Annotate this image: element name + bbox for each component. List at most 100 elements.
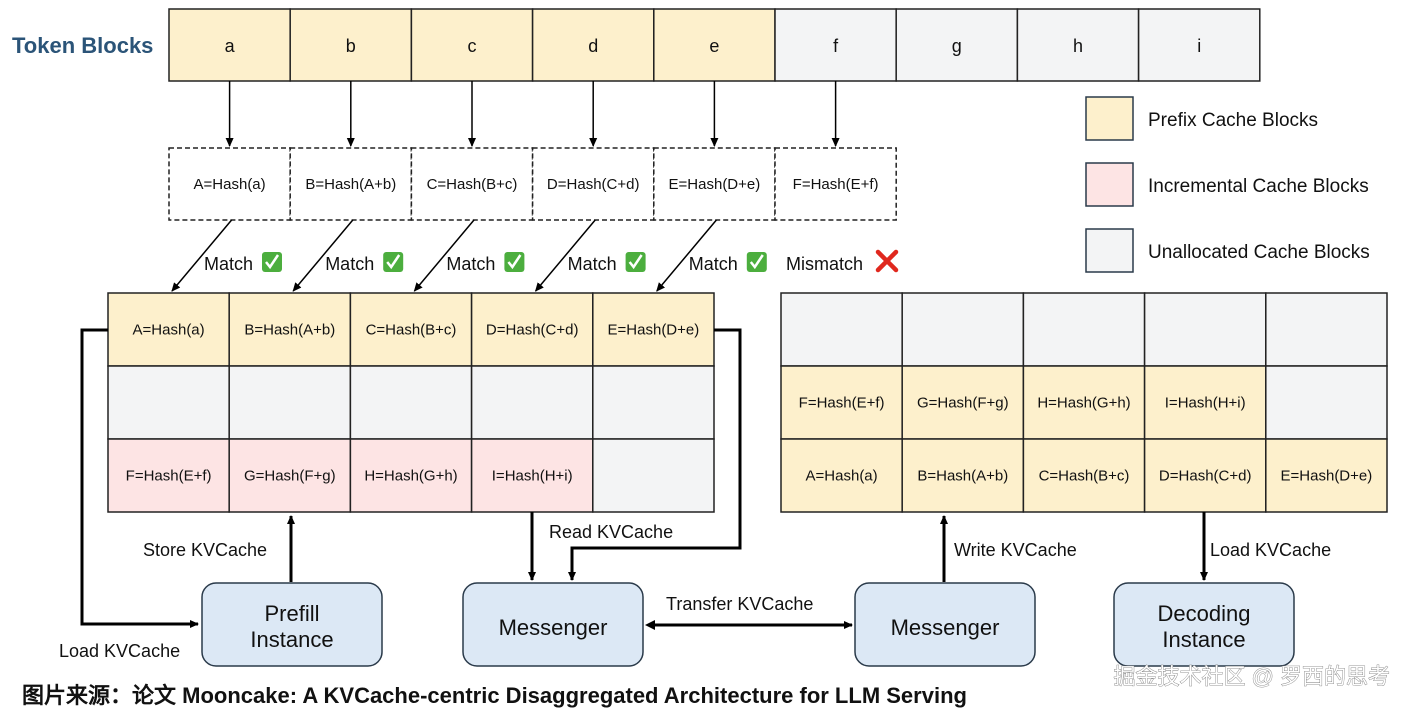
token-block-e: e — [653, 8, 776, 82]
decode-cache-cell-label: H=Hash(G+h) — [1037, 395, 1130, 412]
decode-cache-cell-rect — [780, 365, 903, 440]
store-kvcache-label: Store KVCache — [143, 540, 267, 560]
hash-block-rect — [653, 147, 776, 221]
decode-cache-cell-label: I=Hash(H+i) — [1165, 395, 1246, 412]
decode-cache-cell — [780, 292, 903, 367]
hash-block-rect — [774, 147, 897, 221]
decode-cache-cell-rect — [780, 292, 903, 367]
decode-cache-cell-rect — [901, 438, 1025, 513]
decode-cache-cell-rect — [1265, 292, 1388, 367]
decode-cache-cell: C=Hash(B+c) — [1022, 438, 1146, 513]
token-block-b: b — [289, 8, 413, 82]
token-block-label: g — [952, 36, 962, 56]
token-block-label: d — [588, 36, 598, 56]
prefill-cache-cell: C=Hash(B+c) — [349, 292, 473, 367]
prefill-cache-cell-rect — [228, 438, 352, 513]
decode-cache-cell — [1265, 292, 1388, 367]
decoding-node-line2: Instance — [1162, 627, 1245, 652]
prefill-cache-cell-label: B=Hash(A+b) — [244, 322, 335, 339]
prefill-cache-cell: E=Hash(D+e) — [592, 292, 715, 367]
load-kvcache-decode-label: Load KVCache — [1210, 540, 1331, 560]
read-kvcache-loop-edge — [568, 328, 742, 581]
hash-block-label: D=Hash(C+d) — [547, 176, 640, 193]
prefill-cache-cell-rect — [349, 438, 473, 513]
prefill-cache-cell — [349, 365, 473, 440]
write-kvcache-label: Write KVCache — [954, 540, 1077, 560]
token-block-g: g — [895, 8, 1019, 82]
token-block-rect — [1016, 8, 1140, 82]
token-block-rect — [895, 8, 1019, 82]
hash-block: A=Hash(a) — [168, 147, 291, 221]
prefill-cache-cell: G=Hash(F+g) — [228, 438, 352, 513]
load-kvcache-prefill-label: Load KVCache — [59, 641, 180, 661]
decode-cache-cell: H=Hash(G+h) — [1022, 365, 1146, 440]
match-arrow — [534, 219, 596, 292]
token-block-c: c — [410, 8, 534, 82]
token-block-label: a — [225, 36, 236, 56]
match-label: Match — [325, 252, 404, 274]
decode-cache-cell-rect — [1022, 365, 1146, 440]
decode-cache-cell: A=Hash(a) — [780, 438, 903, 513]
prefill-cache-cell — [107, 365, 230, 440]
hash-block-label: C=Hash(B+c) — [427, 176, 518, 193]
prefill-cache-cell-rect — [592, 365, 715, 440]
prefill-cache-cell-rect — [349, 365, 473, 440]
decode-cache-cell-rect — [1143, 438, 1267, 513]
cross-mark-icon — [875, 249, 899, 273]
mismatch-text: Mismatch — [786, 254, 863, 274]
decoding-instance-node: Decoding Instance — [1113, 582, 1295, 667]
legend-label: Incremental Cache Blocks — [1148, 176, 1369, 197]
messenger-left-label: Messenger — [499, 615, 608, 640]
prefill-node-line2: Instance — [250, 627, 333, 652]
decode-cache-cell-rect — [1265, 438, 1388, 513]
prefill-cache-cell-label: F=Hash(E+f) — [126, 468, 212, 485]
decode-cache-cell: B=Hash(A+b) — [901, 438, 1025, 513]
token-block-i: i — [1137, 8, 1261, 82]
prefill-instance-node: Prefill Instance — [201, 582, 383, 667]
decode-cache-cell — [1022, 292, 1146, 367]
match-label: Match — [446, 252, 525, 274]
match-arrow — [656, 219, 717, 292]
read-kvcache-label: Read KVCache — [549, 522, 673, 542]
hash-block: E=Hash(D+e) — [653, 147, 776, 221]
match-arrow — [413, 219, 475, 292]
token-to-hash-arrows — [225, 81, 840, 147]
prefill-cache-cell-label: A=Hash(a) — [133, 322, 205, 339]
decode-cache-cell-label: A=Hash(a) — [806, 468, 878, 485]
legend-item-prefix: Prefix Cache Blocks — [1085, 96, 1318, 141]
match-arrows — [171, 219, 717, 292]
check-mark-icon — [383, 252, 404, 272]
match-text: Match — [204, 254, 253, 274]
hash-block: B=Hash(A+b) — [289, 147, 413, 221]
token-blocks-label: Token Blocks — [12, 33, 153, 58]
prefill-cache-cell-rect — [349, 292, 473, 367]
decode-cache-cell — [901, 292, 1025, 367]
prefill-cache-cell-rect — [228, 365, 352, 440]
decode-cache-cell: F=Hash(E+f) — [780, 365, 903, 440]
prefill-cache-cell-rect — [228, 292, 352, 367]
decode-cache-cell-label: G=Hash(F+g) — [917, 395, 1009, 412]
decode-cache-cell-rect — [1265, 365, 1388, 440]
prefill-cache-cell-rect — [107, 438, 230, 513]
legend-swatch — [1085, 162, 1134, 207]
messenger-left-node: Messenger — [462, 582, 644, 667]
decode-cache-cell: E=Hash(D+e) — [1265, 438, 1388, 513]
token-block-h: h — [1016, 8, 1140, 82]
prefill-cache-cell: F=Hash(E+f) — [107, 438, 230, 513]
figure-caption: 图片来源：论文 Mooncake: A KVCache-centric Disa… — [22, 683, 967, 708]
match-text: Match — [325, 254, 374, 274]
hash-block-rect — [168, 147, 291, 221]
hash-block-rect — [410, 147, 534, 221]
prefill-cache-cell: D=Hash(C+d) — [470, 292, 594, 367]
match-arrow — [171, 219, 233, 292]
hash-block-rect — [289, 147, 413, 221]
transfer-arrowhead-left — [645, 620, 655, 630]
decode-cache-cell-label: B=Hash(A+b) — [917, 468, 1008, 485]
hash-block: F=Hash(E+f) — [774, 147, 897, 221]
prefill-cache-cell — [592, 438, 715, 513]
decode-cache-cell — [1265, 365, 1388, 440]
hash-block-label: B=Hash(A+b) — [305, 176, 396, 193]
prefill-cache-cell-rect — [592, 438, 715, 513]
